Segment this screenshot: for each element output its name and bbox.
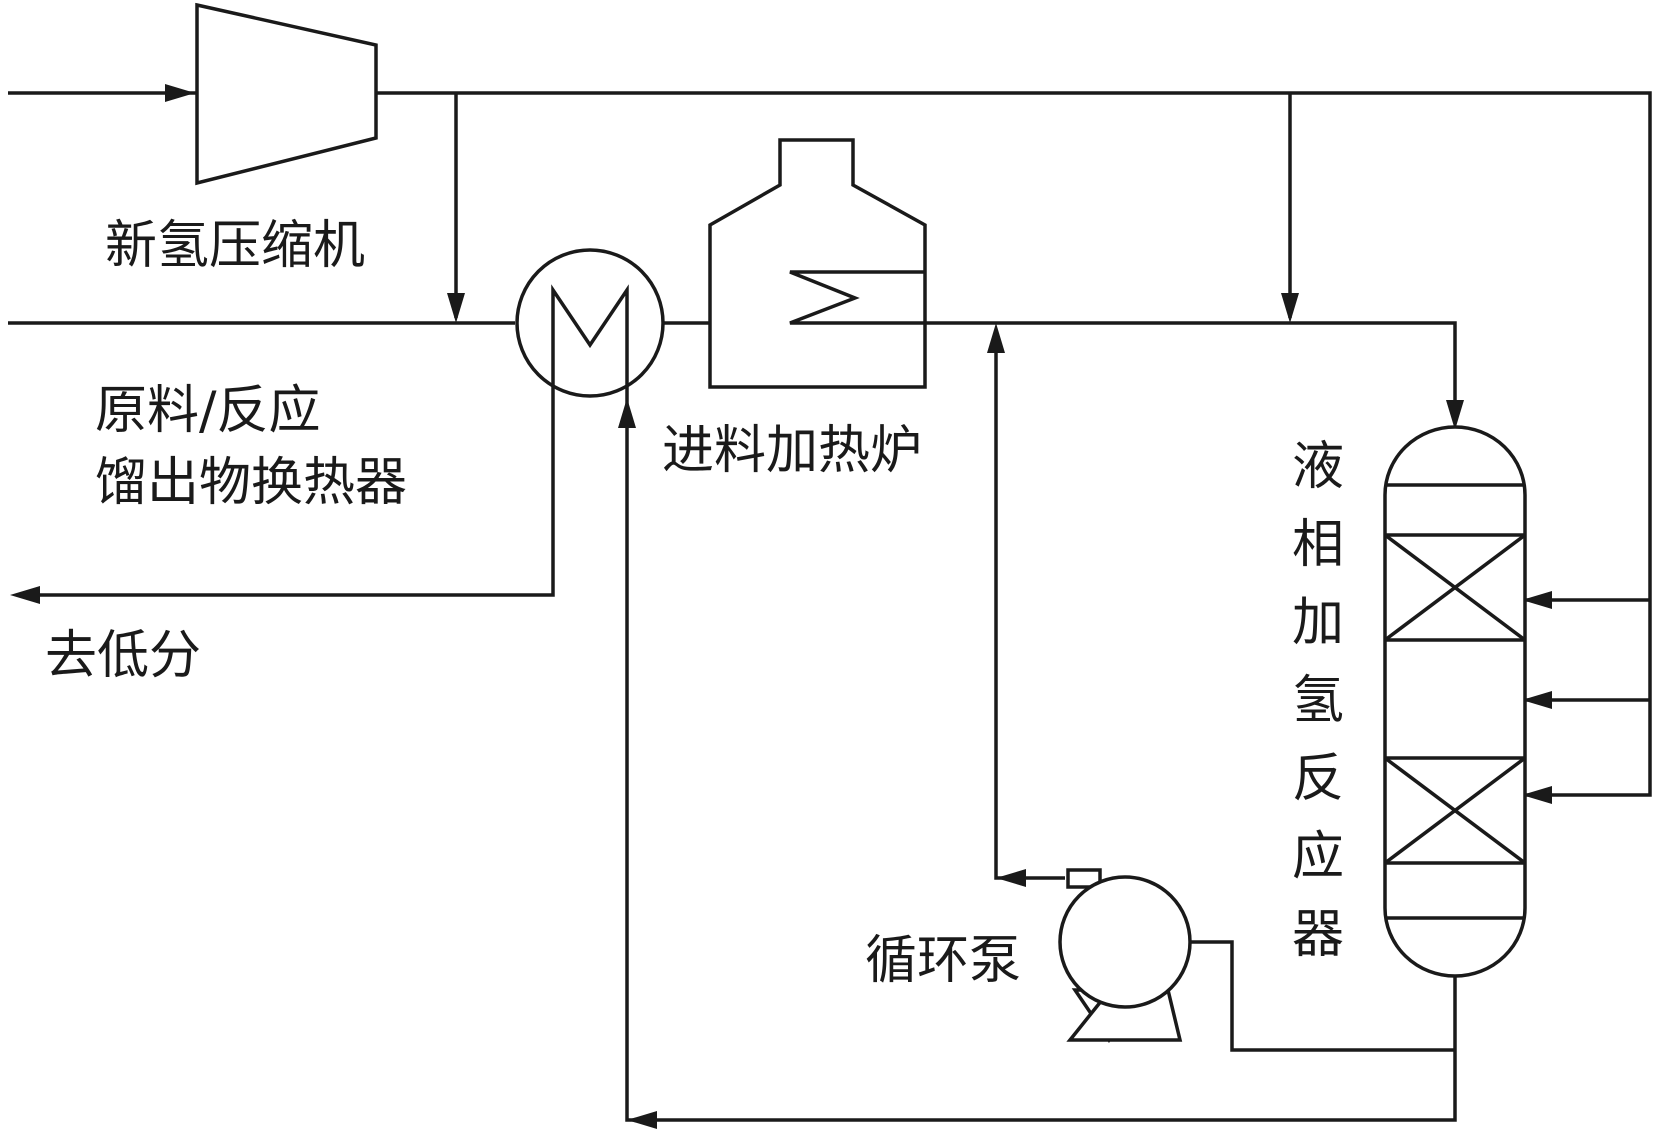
effluent-to-low-separator-line	[20, 390, 555, 597]
exchanger-label-line-1: 原料/反应	[95, 381, 321, 441]
pump-discharge-recycle-line	[994, 333, 1065, 880]
heat-exchanger-symbol	[515, 248, 665, 415]
arrow-feed-into-compressor	[165, 84, 195, 102]
arrow-reactor-quench-3	[1522, 786, 1552, 804]
reactor-effluent-return-line	[625, 415, 1457, 1122]
arrow-recycle-up	[987, 323, 1005, 353]
arrow-reactor-quench-1	[1522, 591, 1552, 609]
reactor-label: 液相加氢反应器	[1291, 437, 1344, 965]
furnace-outlet-to-reactor-line	[790, 321, 1457, 420]
hydrogen-header-line	[376, 91, 1652, 797]
arrow-pump-discharge	[996, 869, 1026, 887]
flow-arrows	[10, 84, 1552, 1129]
compressor-symbol	[195, 2, 378, 186]
furnace-label: 进料加热炉	[662, 421, 923, 481]
arrow-hydrogen-to-feed	[447, 293, 465, 323]
low-separator-label: 去低分	[45, 626, 202, 686]
arrow-feed-into-reactor	[1446, 400, 1464, 430]
reactor-symbol	[1383, 425, 1527, 978]
arrow-return-left	[627, 1111, 657, 1129]
compressor-label: 新氢压缩机	[105, 216, 366, 276]
arrow-to-low-separator	[10, 586, 40, 604]
exchanger-label-line-2: 馏出物换热器	[95, 453, 408, 513]
arrow-hydrogen-to-reactor-feed	[1281, 293, 1299, 323]
pump-label: 循环泵	[865, 931, 1022, 991]
arrow-reactor-quench-2	[1522, 691, 1552, 709]
furnace-symbol	[708, 138, 927, 389]
pump-symbol	[1058, 868, 1192, 1044]
